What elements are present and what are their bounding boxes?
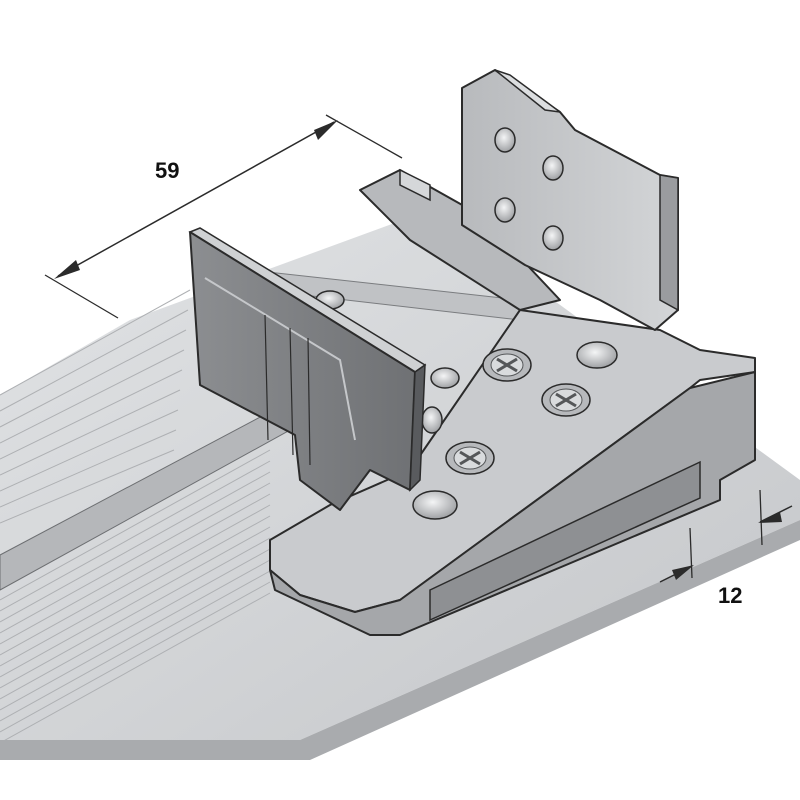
board-rib — [0, 369, 183, 460]
board-rib — [0, 581, 271, 733]
screw-slot — [459, 450, 481, 466]
board-rib — [0, 309, 189, 412]
board-rib — [0, 515, 271, 667]
board-rib — [0, 389, 181, 476]
bracket-slot — [429, 460, 701, 622]
wall-hole — [542, 155, 564, 181]
board-rib — [0, 482, 271, 634]
board-rib — [0, 349, 185, 444]
board-rib — [0, 548, 271, 700]
base-hole — [421, 406, 443, 434]
dim-12-ext-right — [759, 489, 763, 546]
screw-head — [482, 348, 532, 382]
wall-hole — [542, 225, 564, 251]
base-hole — [430, 367, 460, 389]
dim-59-arrow-left — [54, 260, 80, 279]
dim-12-ext-left — [689, 527, 693, 579]
wall-hole — [494, 127, 516, 153]
board-rib — [0, 493, 271, 645]
wall-lip — [659, 174, 679, 312]
clip-side — [409, 363, 426, 492]
dim-59-arrow-right — [314, 120, 338, 140]
dim-59-ext-left — [44, 274, 119, 319]
wall-hole — [494, 197, 516, 223]
dim-59-ext-right — [325, 114, 403, 159]
board-rib — [0, 329, 187, 428]
clip-rib-4 — [307, 337, 311, 466]
bracket-front-face — [269, 371, 756, 636]
base-holes — [315, 290, 618, 520]
clip-rib-2 — [264, 314, 269, 441]
wall-flange — [494, 69, 561, 113]
board-rib — [0, 526, 271, 678]
board-front-edge — [0, 520, 800, 760]
bracket-rear-rail-top — [399, 168, 431, 202]
screw-head — [541, 383, 591, 417]
base-hole — [576, 341, 618, 369]
base-hole — [412, 490, 458, 520]
board-rib — [0, 559, 271, 711]
dim-59-line — [57, 121, 335, 277]
dim-12-arrow-right — [758, 512, 782, 523]
dimension-thickness: 12 — [659, 489, 793, 608]
board-rib — [0, 449, 271, 601]
board-rib — [0, 289, 191, 396]
dimension-59-label: 59 — [155, 158, 179, 183]
board-rib — [0, 409, 179, 492]
dim-12-arrow-left — [672, 565, 694, 580]
spacer-clip — [188, 227, 427, 511]
wall-holes — [494, 127, 564, 251]
screw-slot — [555, 392, 577, 408]
board-rib — [0, 504, 271, 656]
screw-slot — [496, 357, 518, 373]
base-screws — [445, 348, 591, 475]
board-rib — [0, 471, 271, 623]
clip-rib-1 — [204, 277, 356, 441]
board-ribs-lower — [0, 449, 271, 744]
bracket-wall — [461, 69, 679, 331]
dimension-12-label: 12 — [718, 583, 742, 608]
board-rib — [0, 449, 175, 524]
board-rib — [0, 570, 271, 722]
board-rib — [0, 592, 271, 744]
bracket-base — [269, 168, 756, 636]
dimension-length: 59 — [44, 114, 403, 319]
board-ribs-left — [0, 289, 191, 524]
board-rib — [0, 537, 271, 689]
clip-rib-3 — [289, 327, 294, 456]
screw-head — [445, 441, 495, 475]
board-rib — [0, 460, 271, 612]
board-rib — [0, 429, 177, 508]
